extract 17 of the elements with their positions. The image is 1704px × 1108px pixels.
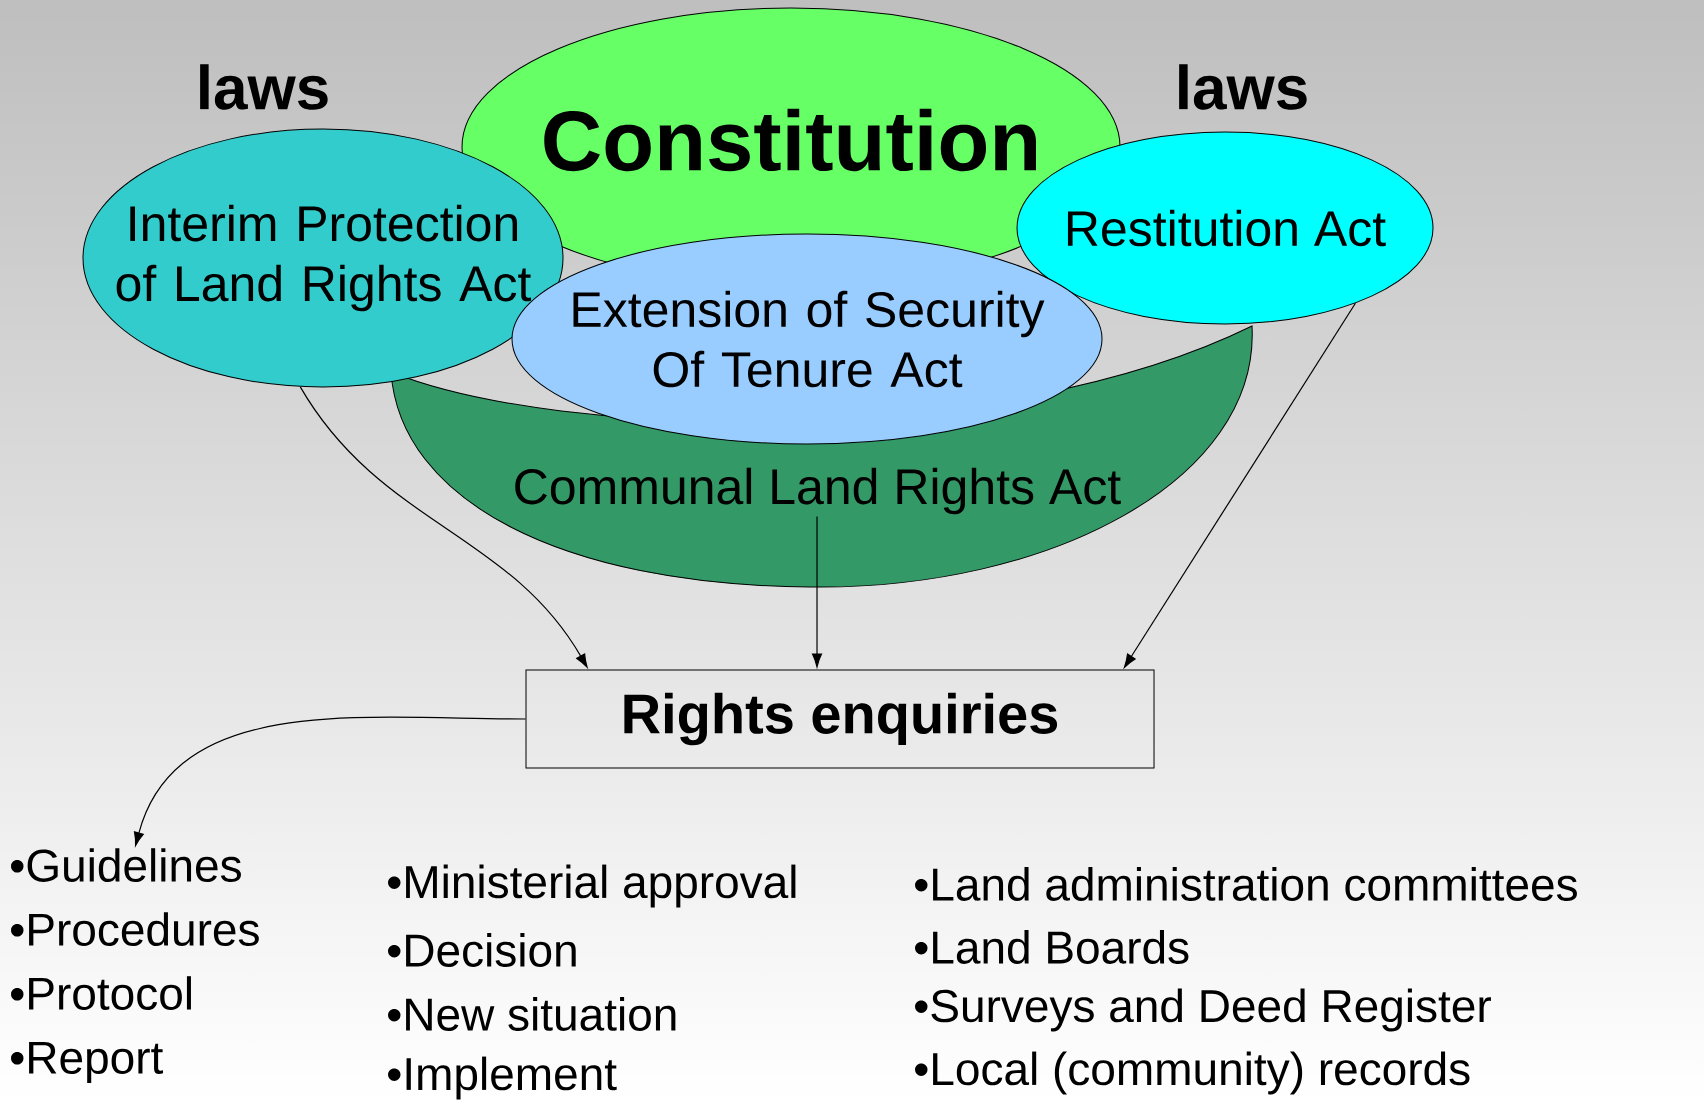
bullet-list: •Guidelines •Procedures •Protocol •Report xyxy=(11,848,259,1084)
list-item: •Surveys and Deed Register xyxy=(915,988,1491,1032)
process-box: Rights enquiries xyxy=(525,669,1155,769)
heading: laws xyxy=(200,64,328,110)
list-item: •New situation xyxy=(388,997,676,1031)
heading: laws xyxy=(1179,64,1307,110)
list-item: •Implement xyxy=(388,1056,617,1100)
node-text: Communal Land Rights Act xyxy=(515,467,1121,515)
arrow xyxy=(133,716,527,846)
arrow xyxy=(1123,302,1356,668)
list-item: •Ministerial approval xyxy=(388,864,796,908)
list-item: •Land administration committees xyxy=(915,867,1577,901)
list-item: •Decision xyxy=(388,933,576,967)
arrow xyxy=(811,515,823,668)
list-item: •Land Boards xyxy=(915,930,1189,964)
arrow xyxy=(299,386,588,668)
list-item: •Local (community) records xyxy=(915,1051,1470,1095)
